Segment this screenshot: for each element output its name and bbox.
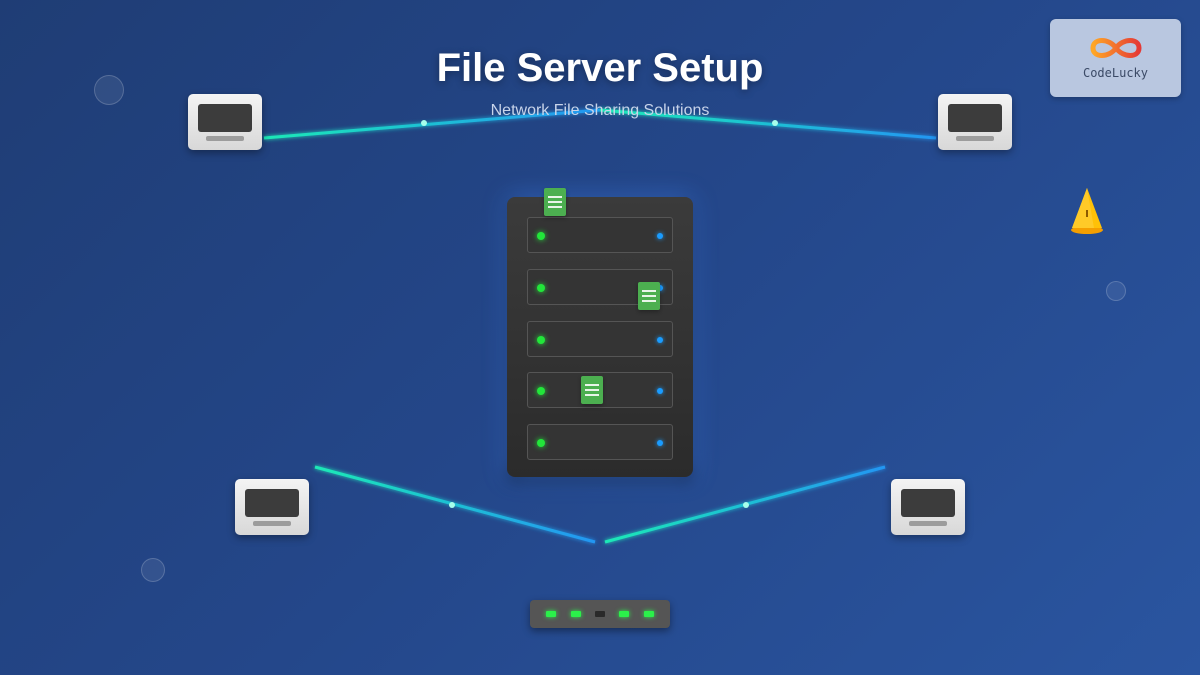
status-led [537, 336, 545, 344]
file-document-icon [581, 376, 603, 404]
computer-screen [198, 104, 252, 132]
computer-screen [245, 489, 299, 517]
activity-led [657, 440, 663, 446]
switch-port [644, 611, 654, 617]
switch-port [619, 611, 629, 617]
client-computer-top-right [938, 94, 1012, 150]
file-document-icon [544, 188, 566, 216]
data-packet [772, 120, 778, 126]
server-unit [527, 424, 673, 460]
status-led [537, 439, 545, 447]
decorative-bubble [141, 558, 165, 582]
activity-led [657, 233, 663, 239]
page-title: File Server Setup [436, 46, 764, 90]
status-led [537, 284, 545, 292]
logo-text: CodeLucky [1082, 66, 1149, 80]
data-packet [743, 502, 749, 508]
server-unit [527, 217, 673, 253]
switch-port [571, 611, 581, 617]
file-document-icon [638, 282, 660, 310]
server-rack-icon [507, 197, 693, 477]
activity-led [657, 337, 663, 343]
activity-led [657, 388, 663, 394]
computer-stand [253, 521, 291, 526]
switch-port [546, 611, 556, 617]
client-computer-bottom-left [235, 479, 309, 535]
link-bottom-left [314, 465, 596, 544]
computer-screen [901, 489, 955, 517]
decorative-bubble [94, 75, 124, 105]
status-led [537, 232, 545, 240]
status-led [537, 387, 545, 395]
computer-stand [909, 521, 947, 526]
decorative-bubble [1106, 281, 1126, 301]
data-packet [421, 120, 427, 126]
page-subtitle: Network File Sharing Solutions [490, 102, 710, 119]
client-computer-top-left [188, 94, 262, 150]
switch-port [595, 611, 605, 617]
server-unit [527, 321, 673, 357]
computer-screen [948, 104, 1002, 132]
warning-cone-icon [1071, 188, 1103, 234]
infinity-logo-icon [1090, 38, 1142, 58]
computer-stand [206, 136, 244, 141]
computer-stand [956, 136, 994, 141]
codelucky-logo[interactable]: CodeLucky [1050, 19, 1181, 97]
data-packet [449, 502, 455, 508]
client-computer-bottom-right [891, 479, 965, 535]
network-switch-icon [530, 600, 670, 628]
link-top-left [263, 108, 601, 140]
activity-led [657, 285, 663, 291]
link-top-right [599, 108, 937, 140]
